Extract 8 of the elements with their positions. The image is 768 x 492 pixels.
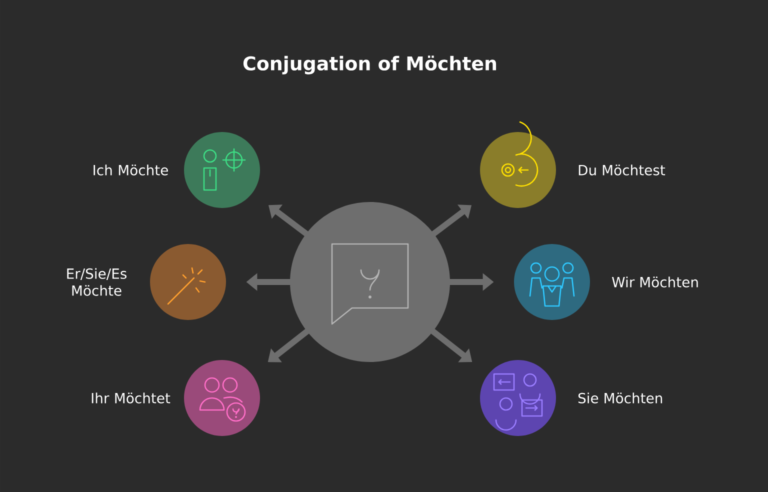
icon-circle bbox=[290, 202, 450, 362]
title: Conjugation of Möchten bbox=[243, 56, 496, 74]
conjugation-label: Ihr Möchtet bbox=[92, 392, 170, 404]
conjugation-label: Er/Sie/Es Möchte bbox=[67, 268, 126, 296]
conjugation-label: Ich Möchte bbox=[94, 164, 168, 176]
conjugation-label: Wir Möchten bbox=[612, 276, 698, 288]
conjugation-label: Sie Möchten bbox=[578, 392, 662, 404]
conjugation-label: Du Möchtest bbox=[578, 164, 666, 176]
